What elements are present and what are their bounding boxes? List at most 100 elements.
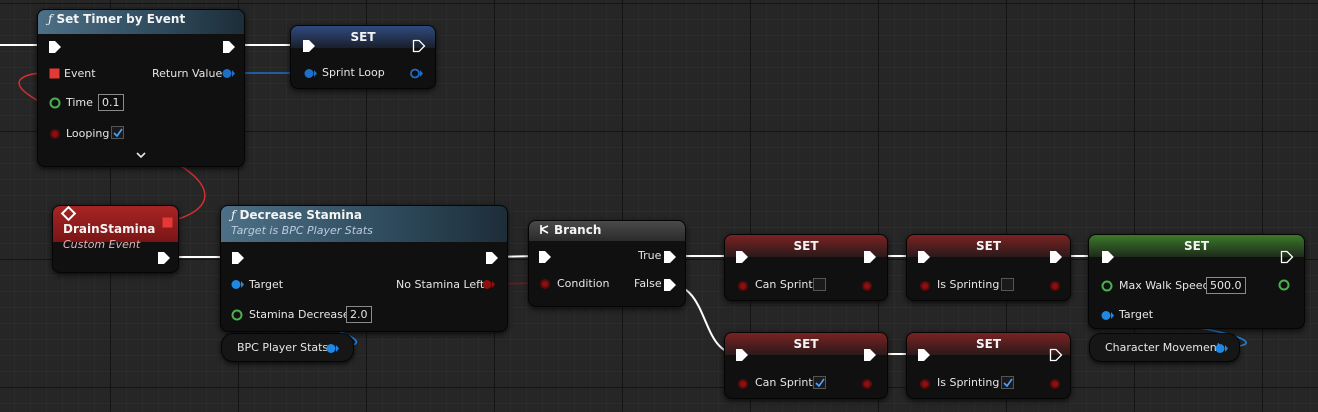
is-sprinting-in-pin[interactable] [919,378,931,390]
target-label: Target [249,278,284,291]
exec-out-pin[interactable] [863,348,877,362]
max-walk-speed-value-field[interactable]: 500.0 [1206,277,1246,294]
event-label: Event [64,67,96,80]
sprint-loop-out-pin[interactable] [410,68,424,79]
set-can-sprint-node-bottom[interactable]: SET Can Sprint [724,332,888,399]
node-title: Decrease Stamina [239,208,363,222]
branch-node[interactable]: Branch True Condition False [528,220,686,307]
stamina-decrease-label: Stamina Decrease [249,308,350,321]
target-pin[interactable] [231,279,245,290]
exec-out-pin[interactable] [485,251,499,265]
delegate-out-pin[interactable] [162,217,173,228]
exec-out-pin[interactable] [1049,250,1063,264]
no-stamina-left-pin[interactable] [482,279,496,290]
exec-out-pin[interactable] [863,250,877,264]
exec-in-pin[interactable] [48,40,62,54]
max-walk-speed-out-pin[interactable] [1278,279,1291,291]
can-sprint-out-pin[interactable] [861,378,873,390]
sprint-loop-in-pin[interactable] [304,68,318,79]
drain-stamina-event-node[interactable]: DrainStamina Custom Event [52,205,179,273]
time-pin[interactable] [49,97,61,109]
node-title: DrainStamina [63,222,156,236]
exec-out-pin[interactable] [222,40,236,54]
exec-in-pin[interactable] [302,39,316,53]
can-sprint-out-pin[interactable] [861,280,873,292]
is-sprinting-in-pin[interactable] [919,280,931,292]
node-header: Branch [529,221,685,241]
false-label: False [634,277,662,290]
exec-out-pin[interactable] [157,251,171,265]
exec-in-pin[interactable] [231,251,245,265]
condition-pin[interactable] [539,278,551,290]
node-header: SET [291,26,435,48]
exec-in-pin[interactable] [735,250,749,264]
event-diamond-icon [60,205,77,222]
stamina-decrease-pin[interactable] [231,309,243,321]
set-is-sprinting-node-top[interactable]: SET Is Sprinting [906,234,1071,301]
character-movement-variable[interactable]: Character Movement [1089,333,1240,362]
is-sprinting-label: Is Sprinting [937,376,1000,389]
target-pin[interactable] [1101,310,1115,321]
return-value-label: Return Value [152,67,223,80]
can-sprint-in-pin[interactable] [737,280,749,292]
character-movement-out-pin[interactable] [1215,343,1229,354]
looping-pin[interactable] [49,128,61,140]
set-can-sprint-node-top[interactable]: SET Can Sprint [724,234,888,301]
exec-in-pin[interactable] [917,250,931,264]
node-title: Set Timer by Event [56,12,186,26]
exec-in-pin[interactable] [735,348,749,362]
exec-out-pin[interactable] [1280,250,1294,264]
looping-checkbox[interactable] [111,126,124,139]
exec-out-pin[interactable] [1049,348,1063,362]
bpc-player-stats-variable[interactable]: BPC Player Stats [221,333,354,362]
is-sprinting-label: Is Sprinting [937,278,1000,291]
can-sprint-checkbox[interactable] [813,376,826,389]
exec-in-pin[interactable] [538,250,552,264]
character-movement-label: Character Movement [1105,341,1222,354]
is-sprinting-checkbox[interactable] [1001,278,1014,291]
stamina-decrease-value-field[interactable]: 2.0 [346,306,372,323]
true-exec-pin[interactable] [663,250,677,264]
is-sprinting-out-pin[interactable] [1049,280,1061,292]
branch-icon [540,225,549,234]
node-title: Branch [554,223,602,237]
event-pin[interactable] [49,68,60,79]
node-header: SET [725,333,887,355]
max-walk-speed-label: Max Walk Speed [1119,279,1210,292]
node-header: SET [1089,235,1304,257]
looping-label: Looping [66,127,110,140]
exec-in-pin[interactable] [917,348,931,362]
bpc-player-stats-out-pin[interactable] [326,343,340,354]
node-subtitle: Custom Event [63,238,141,251]
checkmark-icon [1003,378,1013,388]
time-label: Time [66,96,93,109]
return-value-pin[interactable] [222,68,236,79]
true-label: True [638,249,662,262]
is-sprinting-out-pin[interactable] [1049,378,1061,390]
can-sprint-label: Can Sprint [755,278,813,291]
exec-out-pin[interactable] [412,39,426,53]
set-is-sprinting-node-bottom[interactable]: SET Is Sprinting [906,332,1071,399]
node-header: SET [907,235,1070,257]
condition-label: Condition [557,277,610,290]
chevron-down-icon[interactable] [136,152,146,160]
function-icon: ƒ [48,12,53,26]
node-subtitle: Target is BPC Player Stats [231,224,373,237]
can-sprint-checkbox[interactable] [813,278,826,291]
exec-in-pin[interactable] [1101,250,1115,264]
target-label: Target [1119,308,1154,321]
no-stamina-left-label: No Stamina Left [396,278,485,291]
is-sprinting-checkbox[interactable] [1001,376,1014,389]
can-sprint-in-pin[interactable] [737,378,749,390]
set-sprint-loop-node[interactable]: SET Sprint Loop [290,25,436,89]
time-value-field[interactable]: 0.1 [98,94,124,111]
function-icon: ƒ [231,208,236,222]
node-header: SET [725,235,887,257]
max-walk-speed-in-pin[interactable] [1101,280,1113,292]
bpc-player-stats-label: BPC Player Stats [237,341,329,354]
set-max-walk-speed-node[interactable]: SET Max Walk Speed 500.0 Target [1088,234,1305,329]
false-exec-pin[interactable] [663,278,677,292]
